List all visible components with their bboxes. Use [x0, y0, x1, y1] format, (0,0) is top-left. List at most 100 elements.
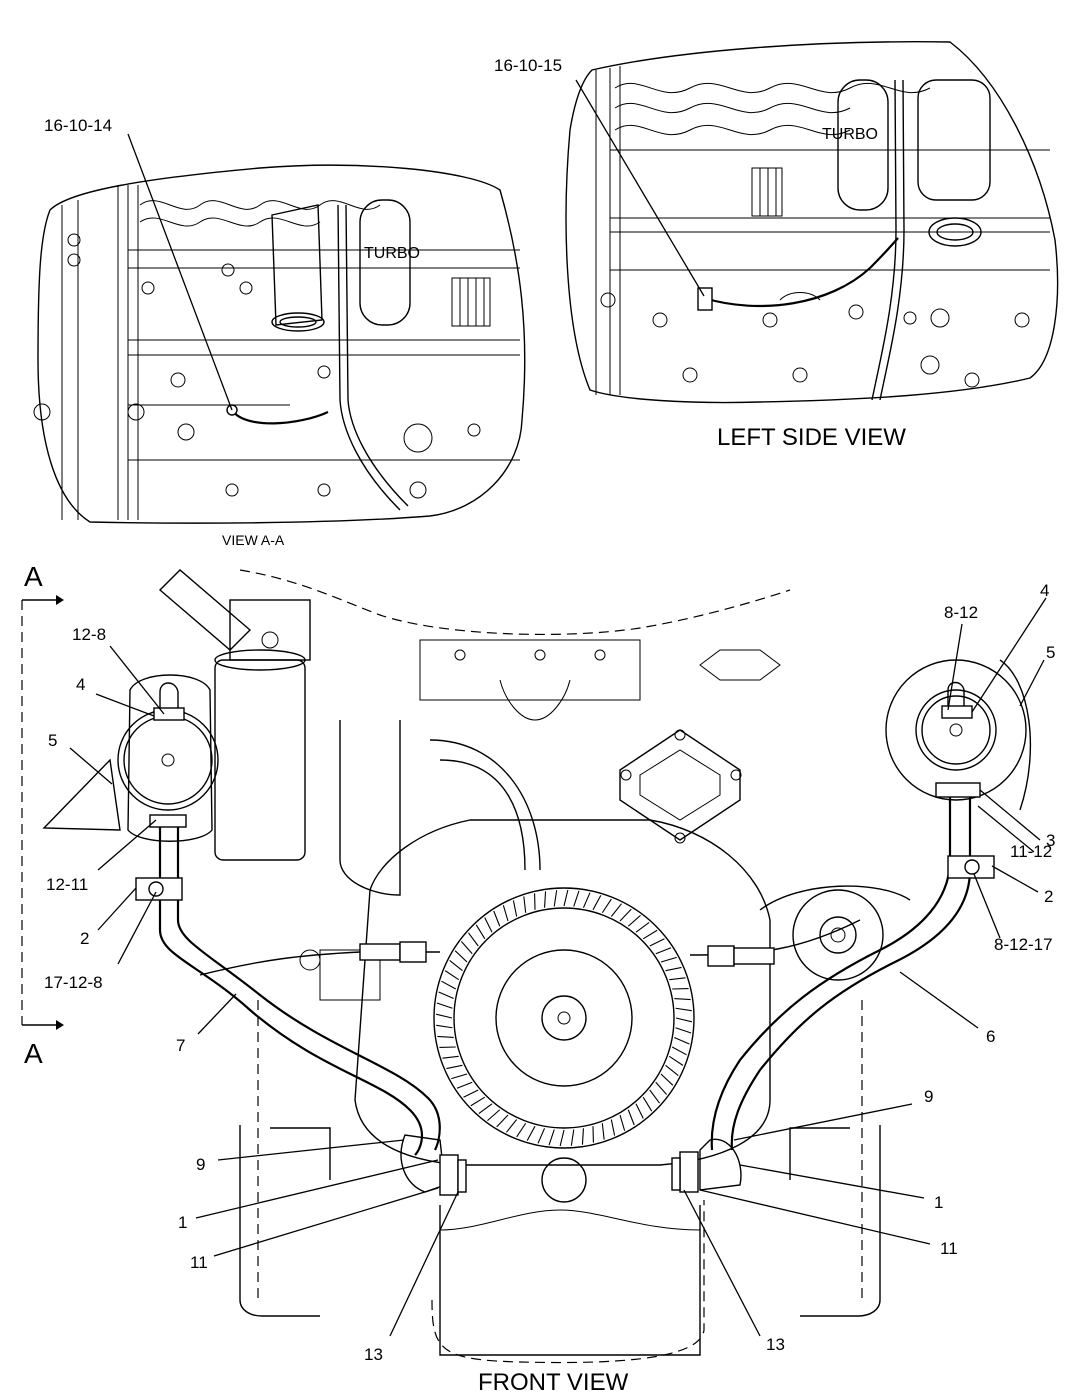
- fan-blade: [669, 977, 686, 981]
- fan-blade: [456, 1081, 473, 1089]
- fan-blade: [660, 956, 677, 963]
- front-view: 12-8 4 5 12-11 2 17-12-8 7 9 1 11 13 8-1…: [42, 569, 1055, 1396]
- callout-right-8-12-17: 8-12-17: [994, 935, 1053, 954]
- fan-blade: [446, 1064, 463, 1070]
- left-side-view-inset: TURBO 16-10-15 LEFT SIDE VIEW: [494, 41, 1059, 451]
- fan-blade: [655, 947, 672, 955]
- fan-blade: [478, 1103, 493, 1114]
- view-aa-tube: [231, 409, 329, 425]
- callout-right-5: 5: [1046, 643, 1055, 662]
- fan-blade: [437, 1035, 454, 1038]
- left-side-outline: [565, 41, 1059, 404]
- callout-right-1: 1: [934, 1193, 943, 1212]
- fan-blade: [506, 1119, 518, 1133]
- fan-blade: [484, 917, 493, 933]
- view-aa-title: VIEW A-A: [222, 532, 285, 548]
- fan-blade: [581, 1128, 584, 1145]
- fan-blade: [573, 890, 580, 907]
- fan-blade: [660, 1073, 674, 1086]
- fan-blade: [463, 1089, 479, 1098]
- callout-right-11-12: 11-12: [1010, 842, 1052, 861]
- fan-blade: [436, 1002, 453, 1009]
- fan-blade: [475, 924, 486, 940]
- front-view-title: FRONT VIEW: [478, 1369, 629, 1396]
- fan-blade: [675, 1007, 692, 1012]
- fan-blade: [592, 895, 602, 911]
- callout-left-9: 9: [196, 1155, 205, 1174]
- left-side-view-title: LEFT SIDE VIEW: [717, 424, 906, 451]
- fan-blade: [619, 908, 632, 922]
- left-side-tube: [703, 237, 899, 308]
- fan-blade: [460, 941, 473, 955]
- fan-blade: [559, 1129, 565, 1147]
- fan-blade: [675, 1017, 693, 1023]
- fan-blade: [627, 1109, 635, 1126]
- fan-blade: [502, 905, 509, 922]
- fan-blade: [526, 1125, 536, 1141]
- fan-blade: [674, 998, 691, 1001]
- fan-blade: [435, 1013, 453, 1019]
- fan-blade: [675, 1027, 692, 1034]
- fan-blade: [665, 966, 682, 972]
- callout-left-4: 4: [76, 675, 85, 694]
- section-marker-top-a: A: [24, 561, 43, 592]
- fan-blade: [451, 1073, 468, 1080]
- section-marker-bottom-a: A: [24, 1038, 43, 1069]
- fan: [433, 887, 695, 1149]
- fan-blade: [442, 1055, 459, 1059]
- fan-blade: [649, 938, 665, 947]
- fan-blade: [627, 914, 641, 927]
- fan-blade: [642, 929, 658, 940]
- fan-blade: [601, 1123, 605, 1140]
- fan-blade: [548, 1129, 555, 1146]
- fan-blade: [487, 1109, 501, 1122]
- fan-blade: [553, 890, 558, 907]
- section-marker: A A: [21, 561, 64, 1069]
- fan-blade: [444, 970, 460, 981]
- fan-blade: [436, 1024, 453, 1029]
- fan-blade: [512, 900, 518, 917]
- callout-right-13: 13: [766, 1335, 785, 1354]
- fan-blade: [665, 1064, 679, 1076]
- fan-blade: [537, 1128, 546, 1144]
- fan-blade: [563, 889, 569, 907]
- fan-blade: [544, 891, 547, 908]
- fan-blade: [649, 1089, 660, 1104]
- view-aa-turbo-label: TURBO: [364, 245, 420, 262]
- fan-blade: [655, 1081, 668, 1095]
- callout-16-10-14: 16-10-14: [44, 116, 112, 135]
- callout-left-5: 5: [48, 731, 57, 750]
- fan-blade: [516, 1122, 527, 1138]
- fan-blade: [668, 1055, 684, 1066]
- fan-blade: [493, 910, 501, 927]
- fan-blade: [619, 1114, 626, 1131]
- fan-blade: [582, 892, 591, 908]
- right-breather: [671, 659, 1032, 1193]
- callout-right-2: 2: [1044, 887, 1053, 906]
- callout-right-11: 11: [940, 1239, 958, 1258]
- callout-right-9: 9: [924, 1087, 933, 1106]
- callout-left-7: 7: [176, 1036, 185, 1055]
- left-side-turbo-label: TURBO: [822, 126, 878, 143]
- fan-blade: [601, 898, 612, 914]
- fan-blade: [635, 922, 650, 933]
- view-aa-inset: TURBO 16-10-14 VIEW A-A: [33, 116, 526, 548]
- callout-left-13: 13: [364, 1345, 383, 1364]
- fan-blades: [435, 889, 693, 1147]
- callout-left-11: 11: [190, 1253, 208, 1272]
- fan-blade: [610, 903, 622, 917]
- fan-blade: [438, 991, 454, 1000]
- callout-right-4: 4: [1040, 581, 1049, 600]
- callout-16-10-15: 16-10-15: [494, 56, 562, 75]
- callout-left-17-12-8: 17-12-8: [44, 973, 103, 992]
- fan-blade: [470, 1096, 486, 1107]
- fan-blade: [570, 1129, 575, 1146]
- fan-blade: [496, 1114, 509, 1128]
- left-leaders: [69, 645, 459, 1337]
- callout-left-1: 1: [178, 1213, 187, 1232]
- fan-blade: [449, 960, 463, 972]
- callout-left-12-8: 12-8: [72, 625, 106, 644]
- fan-blade: [674, 1036, 690, 1045]
- callout-left-12-11: 12-11: [46, 875, 88, 894]
